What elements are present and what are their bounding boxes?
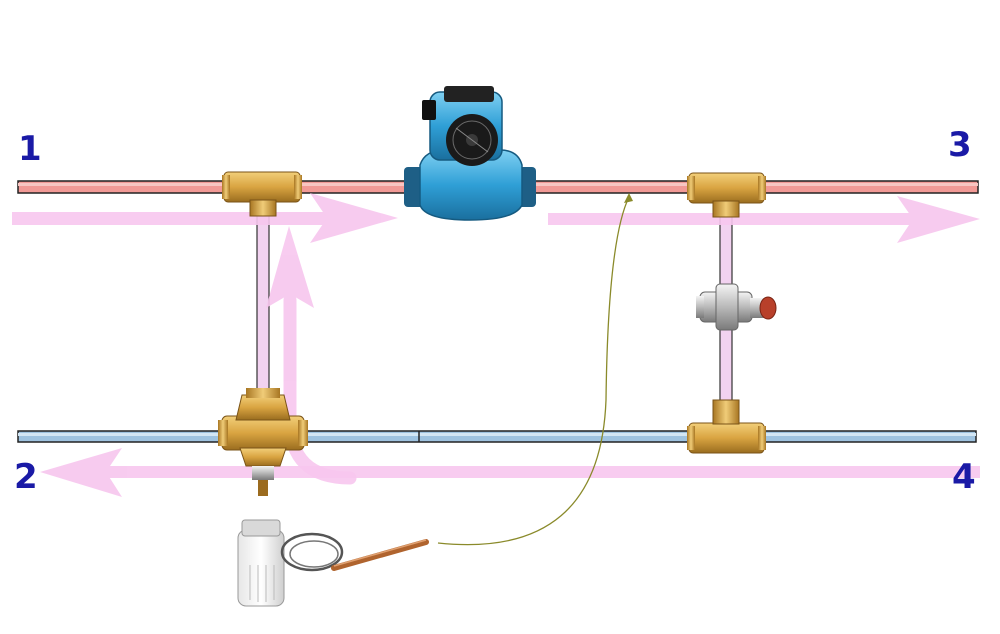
capillary-coil xyxy=(280,532,344,572)
left-tee-fitting xyxy=(222,171,302,217)
flow-arrow-supply-right xyxy=(548,196,980,243)
temperature-sensor-probe xyxy=(331,539,429,571)
sensor-capillary-line xyxy=(437,196,630,546)
three-way-mixing-valve xyxy=(218,388,308,496)
port-label-4: 4 xyxy=(952,457,976,497)
balancing-valve xyxy=(696,283,777,331)
flow-arrow-supply-left xyxy=(12,193,398,243)
circulation-pump xyxy=(404,86,536,221)
right-tee-fitting-top xyxy=(687,172,766,218)
port-label-2: 2 xyxy=(14,457,38,497)
thermostatic-head xyxy=(237,519,285,607)
return-pipe xyxy=(17,430,977,443)
flow-arrow-return xyxy=(40,448,980,497)
port-label-1: 1 xyxy=(18,129,42,169)
sensor-line-arrowhead xyxy=(624,193,633,203)
left-vertical-pipe xyxy=(256,209,270,406)
port-label-3: 3 xyxy=(948,125,972,165)
right-tee-fitting-bottom xyxy=(687,399,766,454)
